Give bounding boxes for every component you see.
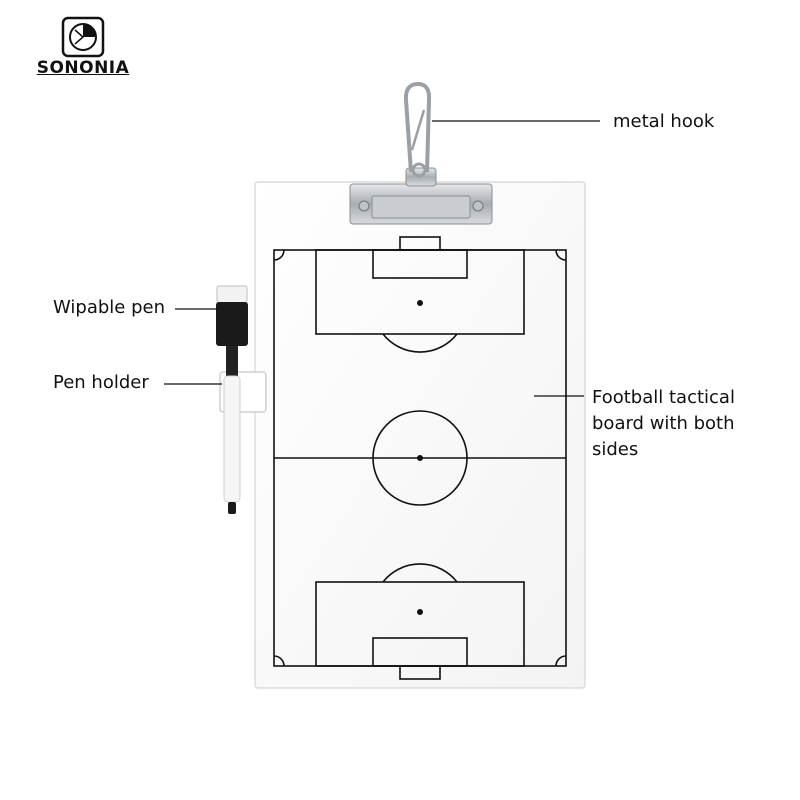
brand-logo: SONONIA bbox=[28, 14, 138, 84]
callout-pen-holder: Pen holder bbox=[53, 372, 149, 393]
callout-lines bbox=[164, 120, 600, 397]
metal-hook bbox=[403, 81, 432, 178]
callout-metal-hook: metal hook bbox=[613, 111, 715, 132]
football-pitch bbox=[273, 236, 567, 680]
wipable-pen bbox=[216, 285, 248, 514]
callout-tactical-board: Football tactical board with both sides bbox=[592, 385, 735, 463]
callout-board-line-1: Football tactical bbox=[592, 387, 735, 408]
brand-name: SONONIA bbox=[36, 58, 130, 78]
callout-board-line-2: board with both bbox=[592, 413, 735, 434]
soccer-ball-icon bbox=[61, 16, 105, 58]
callout-board-line-3: sides bbox=[592, 439, 639, 460]
callout-wipable-pen: Wipable pen bbox=[53, 297, 165, 318]
